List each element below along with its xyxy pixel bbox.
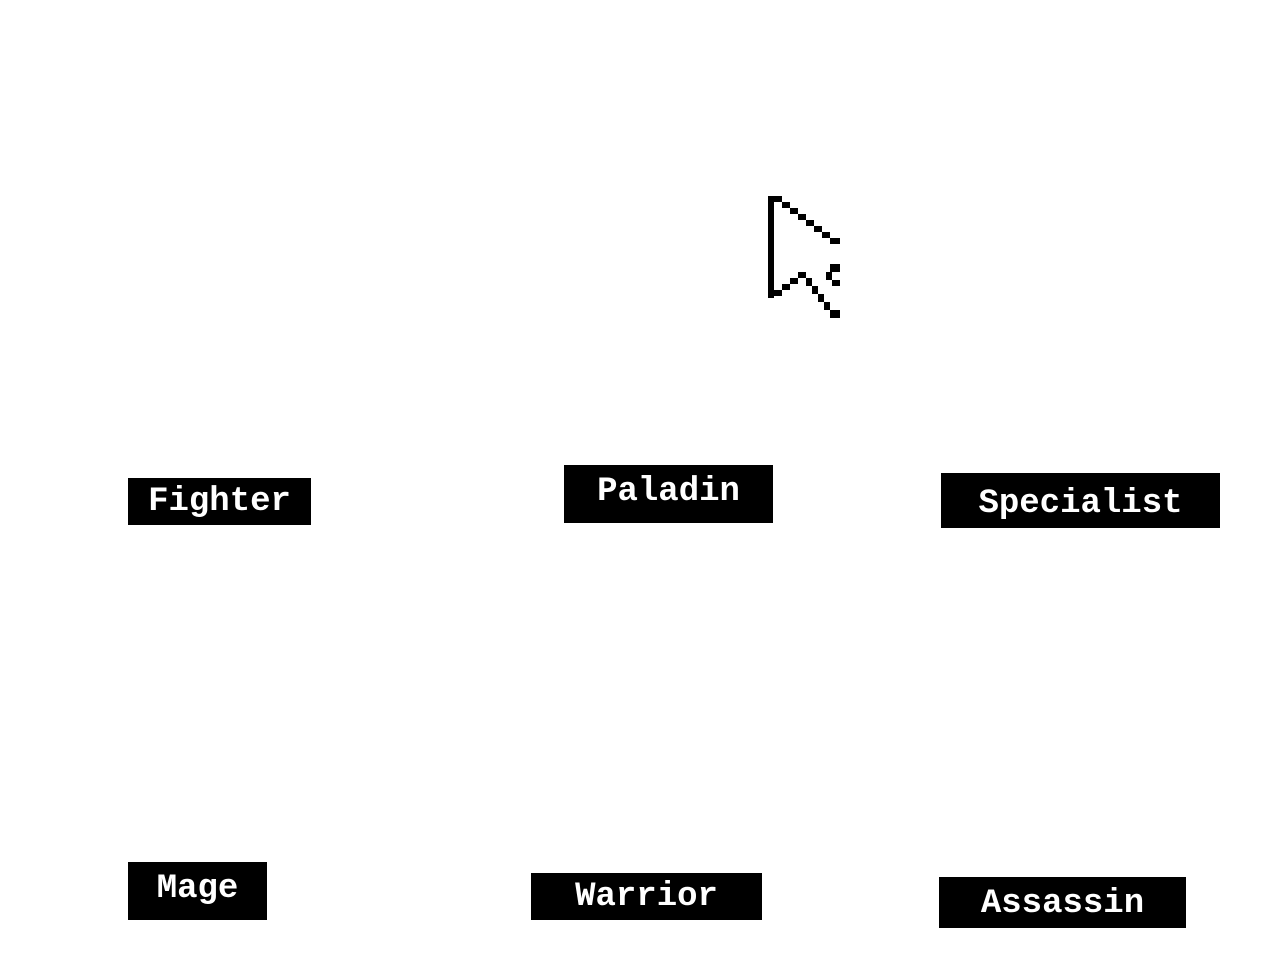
class-option-specialist[interactable]: Specialist bbox=[941, 473, 1220, 528]
class-option-assassin[interactable]: Assassin bbox=[939, 877, 1186, 928]
arrow-pointer-icon bbox=[766, 194, 840, 318]
class-option-fighter[interactable]: Fighter bbox=[128, 478, 311, 525]
class-option-warrior[interactable]: Warrior bbox=[531, 873, 762, 920]
class-option-paladin[interactable]: Paladin bbox=[564, 465, 773, 523]
class-option-mage[interactable]: Mage bbox=[128, 862, 267, 920]
